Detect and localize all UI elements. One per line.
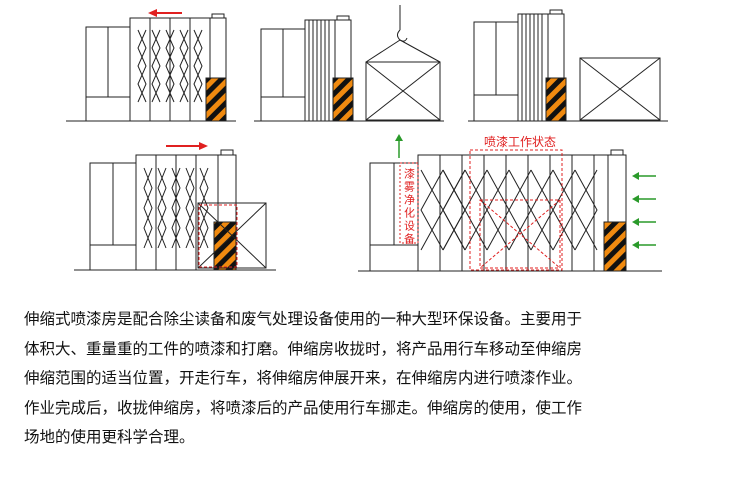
description-line: 伸缩范围的适当位置，开走行车，将伸缩房伸展开来，在伸缩房内进行喷漆作业。 bbox=[24, 369, 583, 387]
panel-painting-state bbox=[358, 149, 662, 272]
description-line: 体积大、重量重的工件的喷漆和打磨。伸缩房收拢时，将产品用行车移动至伸缩房 bbox=[24, 339, 583, 358]
description-line: 场地的使用更科学合理。 bbox=[24, 428, 195, 446]
purifier-label: 漆雾净化设备 bbox=[403, 168, 416, 246]
telescopic-paint-booth-diagram: 漆雾净化设备 喷漆工作状态 bbox=[66, 5, 668, 272]
painting-status-label: 喷漆工作状态 bbox=[484, 135, 556, 149]
description-line: 伸缩式喷漆房是配合除尘读备和废气处理设备使用的一种大型环保设备。主要用于 bbox=[24, 310, 583, 328]
description-line: 作业完成后，收拢伸缩房，将喷漆后的产品使用行车挪走。伸缩房的使用，使工作 bbox=[24, 398, 583, 417]
product-cross-outline bbox=[479, 199, 561, 269]
airflow-in-arrows-icon bbox=[632, 172, 656, 249]
status-outline bbox=[469, 149, 563, 271]
panel-retracted-crane bbox=[254, 5, 444, 122]
description-paragraph: 伸缩式喷漆房是配合除尘读备和废气处理设备使用的一种大型环保设备。主要用于 体积大… bbox=[24, 305, 736, 453]
product-outline bbox=[479, 199, 561, 269]
panel-extending-over-product bbox=[74, 149, 276, 271]
purifier-label-box bbox=[399, 162, 419, 244]
arrow-left-icon bbox=[148, 9, 182, 17]
panel-retracted-product bbox=[468, 9, 668, 122]
arrow-right-icon bbox=[166, 142, 208, 150]
exhaust-up-arrow-icon bbox=[395, 134, 403, 158]
panel-extending bbox=[66, 13, 236, 122]
